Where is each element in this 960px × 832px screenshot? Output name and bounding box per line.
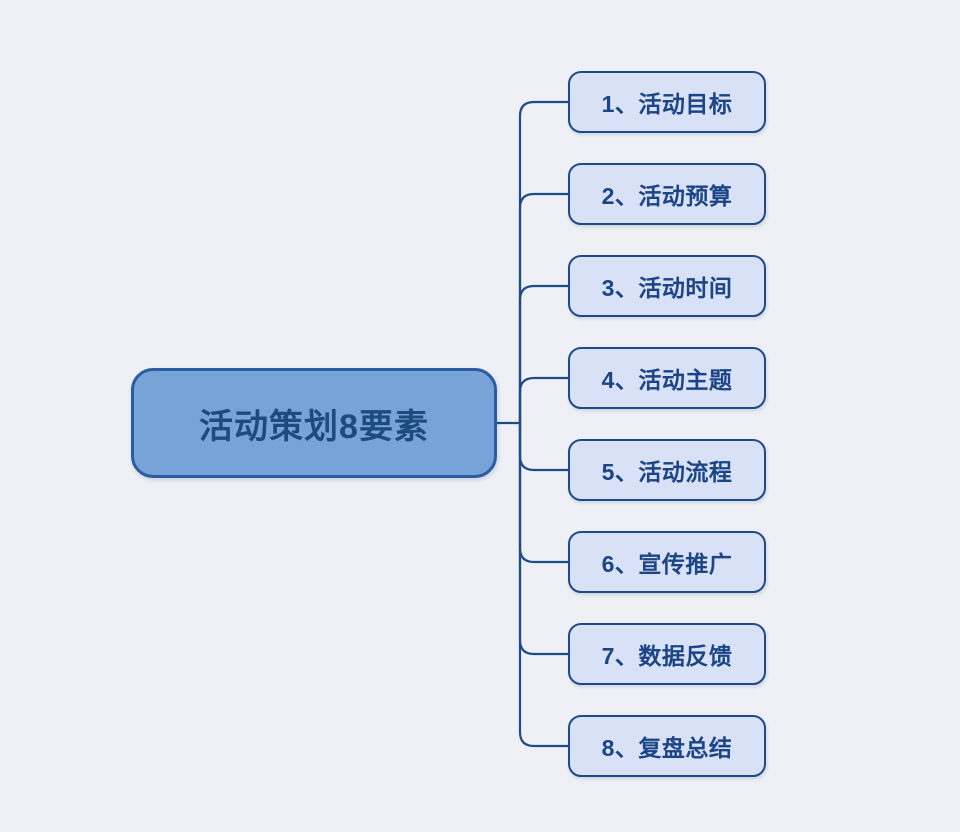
edge-root-to-child-4 [518, 376, 568, 423]
mindmap-root-node[interactable]: 活动策划8要素 [131, 368, 497, 478]
child-node-label: 8、复盘总结 [601, 735, 733, 761]
mindmap-node-child-1[interactable]: 1、活动目标 [568, 71, 766, 133]
child-node-label: 5、活动流程 [601, 459, 733, 485]
child-node-label: 2、活动预算 [601, 183, 733, 209]
mindmap-node-child-2[interactable]: 2、活动预算 [568, 163, 766, 225]
mindmap-node-child-7[interactable]: 7、数据反馈 [568, 623, 766, 685]
mindmap-node-child-3[interactable]: 3、活动时间 [568, 255, 766, 317]
edge-root-to-child-3 [518, 284, 568, 423]
edge-root-to-child-5 [518, 423, 568, 472]
mindmap-node-child-6[interactable]: 6、宣传推广 [568, 531, 766, 593]
edge-root-to-child-6 [518, 423, 568, 564]
edge-root-to-child-2 [518, 192, 568, 423]
child-node-label: 3、活动时间 [601, 275, 733, 301]
mindmap-node-child-4[interactable]: 4、活动主题 [568, 347, 766, 409]
edge-root-to-child-8 [518, 423, 568, 748]
mindmap-node-child-8[interactable]: 8、复盘总结 [568, 715, 766, 777]
child-node-label: 1、活动目标 [601, 91, 733, 117]
edge-root-to-child-1 [518, 100, 568, 423]
edge-root-to-child-7 [518, 423, 568, 656]
child-node-label: 6、宣传推广 [601, 551, 733, 577]
root-node-label: 活动策划8要素 [199, 407, 429, 446]
child-node-label: 4、活动主题 [601, 367, 733, 393]
mindmap-node-child-5[interactable]: 5、活动流程 [568, 439, 766, 501]
child-node-label: 7、数据反馈 [601, 643, 733, 669]
